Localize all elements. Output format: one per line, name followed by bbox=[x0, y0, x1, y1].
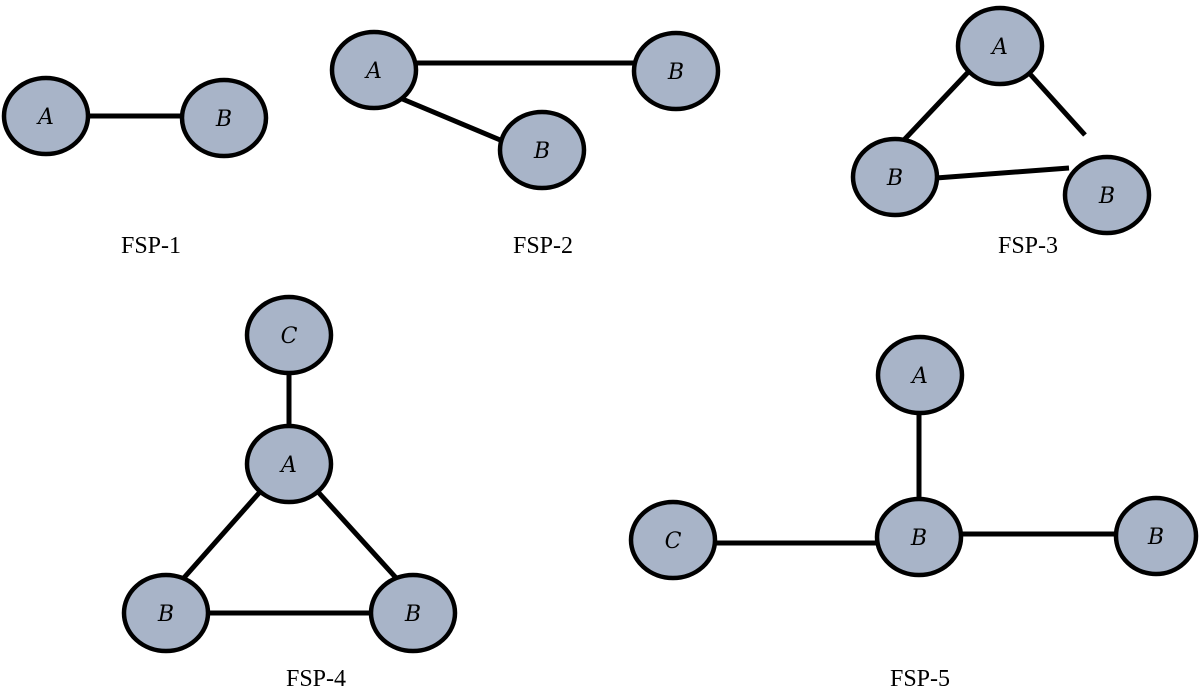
fsp-4-node-b-left-label: B bbox=[157, 602, 174, 627]
fsp-1-node-a-label: A bbox=[36, 105, 54, 130]
fsp-4-graph: C A B B FSP-4 bbox=[121, 294, 458, 692]
fsp-5-node-c-label: C bbox=[665, 529, 682, 554]
fsp-3-node-a-label: A bbox=[990, 35, 1008, 60]
fsp-1-caption: FSP-1 bbox=[121, 233, 181, 259]
fsp-2-node-a-label: A bbox=[364, 59, 382, 84]
fsp-5-node-c: C bbox=[628, 499, 718, 581]
fsp-3-node-a: A bbox=[955, 5, 1045, 87]
fsp-3-edge-a-b2 bbox=[1028, 72, 1087, 137]
fsp-5-node-b-right: B bbox=[1113, 495, 1199, 577]
fsp-4-node-c: C bbox=[244, 294, 334, 376]
fsp-4-edge-a-b2 bbox=[317, 491, 400, 582]
fsp-1-node-b-label: B bbox=[215, 107, 232, 132]
fsp-5-node-b-right-label: B bbox=[1147, 525, 1164, 550]
fsp-3-edge-a-b1 bbox=[901, 65, 975, 143]
fsp-4-node-b-right-label: B bbox=[404, 602, 421, 627]
fsp-5-graph: A C B B FSP-5 bbox=[628, 334, 1199, 692]
fsp-5-node-b-center: B bbox=[874, 496, 964, 578]
fsp-5-node-b-center-label: B bbox=[910, 526, 927, 551]
fsp-2-edge-a-b2 bbox=[399, 95, 506, 145]
fsp-4-node-b-left: B bbox=[121, 572, 211, 654]
fsp-4-node-c-label: C bbox=[281, 324, 298, 349]
fsp-2-node-b-right: B bbox=[631, 30, 721, 112]
fsp-4-caption: FSP-4 bbox=[286, 666, 346, 692]
fsp-2-caption: FSP-2 bbox=[513, 233, 573, 259]
fsp-1-node-b: B bbox=[179, 77, 269, 159]
fsp-5-node-a: A bbox=[875, 334, 965, 416]
fsp-2-graph: A B B FSP-2 bbox=[329, 29, 721, 259]
fsp-1-graph: A B FSP-1 bbox=[1, 75, 269, 259]
fsp-3-edge-b1-b2 bbox=[935, 165, 1070, 181]
fsp-5-caption: FSP-5 bbox=[890, 666, 950, 692]
fsp-3-graph: A B B FSP-3 bbox=[850, 5, 1152, 259]
fsp-1-node-a: A bbox=[1, 75, 91, 157]
fsp-2-node-a: A bbox=[329, 29, 419, 111]
fsp-4-node-a-label: A bbox=[279, 453, 297, 478]
fsp-3-caption: FSP-3 bbox=[998, 233, 1058, 259]
fsp-3-node-b-right-label: B bbox=[1098, 184, 1115, 209]
fsp-5-node-a-label: A bbox=[910, 364, 928, 389]
fsp-3-node-b-left-label: B bbox=[886, 166, 903, 191]
fsp-4-node-a: A bbox=[244, 423, 334, 505]
fsp-4-node-b-right: B bbox=[368, 572, 458, 654]
fsp-2-node-b-bottom-label: B bbox=[533, 139, 550, 164]
fsp-4-edge-a-b1 bbox=[180, 491, 261, 582]
fsp-3-node-b-right: B bbox=[1062, 154, 1152, 236]
fsp-3-node-b-left: B bbox=[850, 136, 940, 218]
fsp-2-node-b-right-label: B bbox=[667, 60, 684, 85]
fsp-2-node-b-bottom: B bbox=[497, 109, 587, 191]
